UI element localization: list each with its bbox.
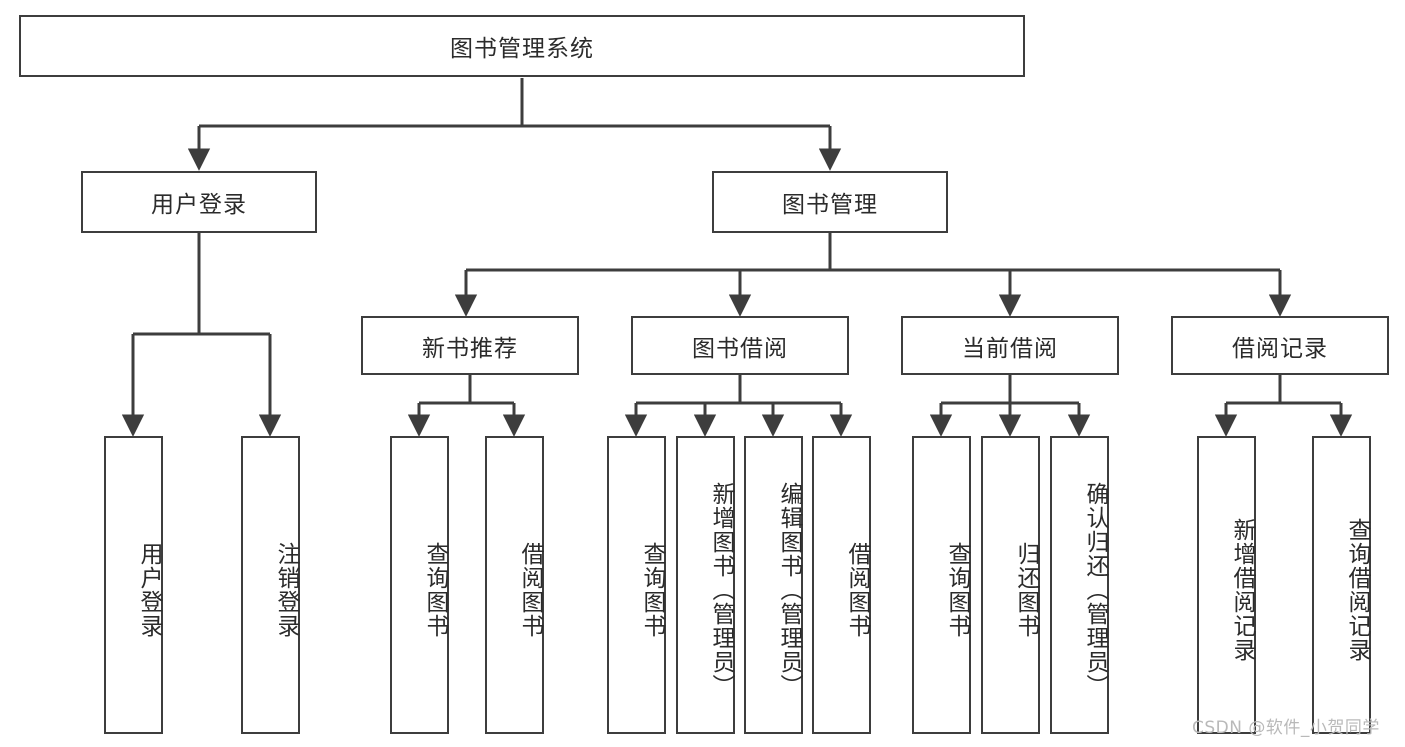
node-current-borrow[interactable]: 当前借阅	[901, 316, 1119, 375]
node-label: 当前借阅	[962, 335, 1058, 362]
node-leaf-add-record[interactable]: 新增借阅记录	[1197, 436, 1256, 734]
node-label: 图书管理系统	[450, 36, 594, 62]
node-leaf-query-record[interactable]: 查询借阅记录	[1312, 436, 1371, 734]
node-leaf-confirm-return[interactable]: 确认归还（管理员）	[1050, 436, 1109, 734]
node-leaf-query-book-3[interactable]: 查询图书	[912, 436, 971, 734]
node-leaf-borrow-book-1[interactable]: 借阅图书	[485, 436, 544, 734]
csdn-watermark: CSDN @软件_小贺同学	[1192, 718, 1380, 738]
node-label: 借阅记录	[1232, 335, 1328, 362]
node-book-manage[interactable]: 图书管理	[712, 171, 948, 233]
node-leaf-edit-book[interactable]: 编辑图书（管理员）	[744, 436, 803, 734]
node-label: 编辑图书（管理员）	[776, 482, 802, 698]
node-leaf-user-login[interactable]: 用户登录	[104, 436, 163, 734]
node-label: 借阅图书	[517, 542, 543, 638]
node-user-login[interactable]: 用户登录	[81, 171, 317, 233]
node-label: 图书管理	[782, 192, 878, 218]
node-label: 查询图书	[944, 542, 970, 638]
node-label: 新增借阅记录	[1229, 518, 1255, 662]
node-label: 确认归还（管理员）	[1082, 482, 1108, 698]
node-new-book-recommend[interactable]: 新书推荐	[361, 316, 579, 375]
node-leaf-logout[interactable]: 注销登录	[241, 436, 300, 734]
node-leaf-query-book-2[interactable]: 查询图书	[607, 436, 666, 734]
node-leaf-return-book[interactable]: 归还图书	[981, 436, 1040, 734]
node-label: 用户登录	[151, 192, 247, 218]
node-label: 新增图书（管理员）	[708, 482, 734, 698]
node-borrow-record[interactable]: 借阅记录	[1171, 316, 1389, 375]
node-leaf-borrow-book-2[interactable]: 借阅图书	[812, 436, 871, 734]
node-leaf-add-book[interactable]: 新增图书（管理员）	[676, 436, 735, 734]
node-label: 注销登录	[273, 542, 299, 638]
node-label: 新书推荐	[422, 335, 518, 362]
node-label: 用户登录	[136, 542, 162, 638]
node-label: 借阅图书	[844, 542, 870, 638]
node-label: 图书借阅	[692, 335, 788, 362]
node-label: 归还图书	[1013, 542, 1039, 638]
node-label: 查询图书	[639, 542, 665, 638]
node-root[interactable]: 图书管理系统	[19, 15, 1025, 77]
node-book-borrow[interactable]: 图书借阅	[631, 316, 849, 375]
node-label: 查询借阅记录	[1344, 518, 1370, 662]
node-label: 查询图书	[422, 542, 448, 638]
node-leaf-query-book-1[interactable]: 查询图书	[390, 436, 449, 734]
